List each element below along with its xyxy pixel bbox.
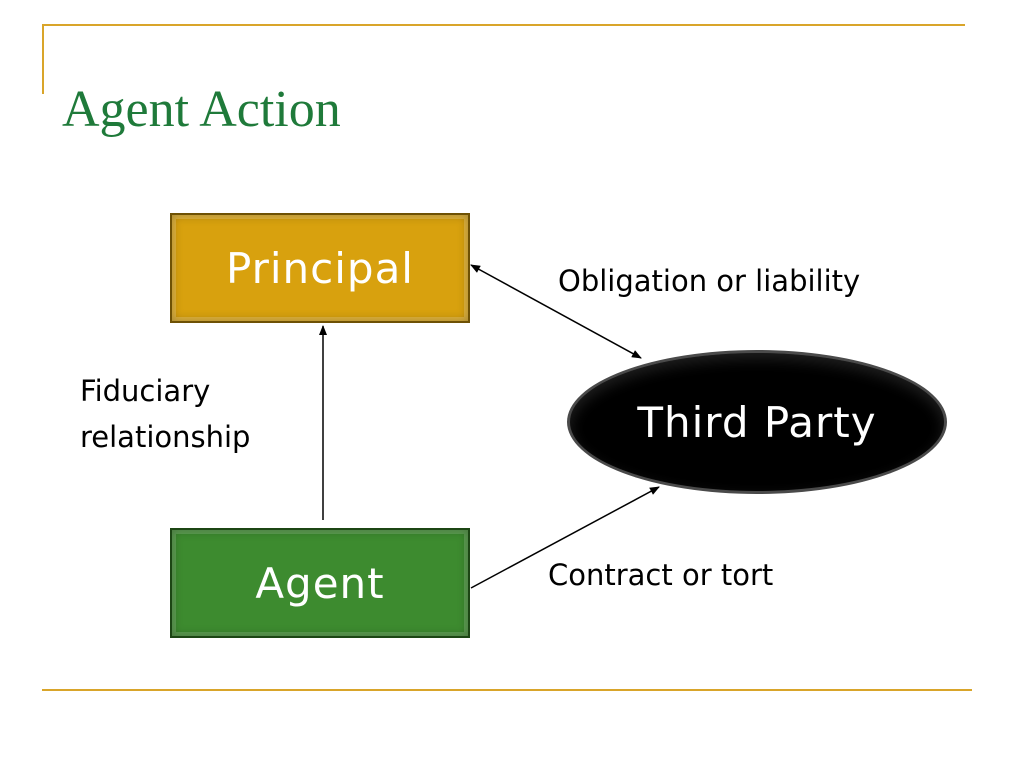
agent-node: Agent [170, 528, 470, 638]
top-rule [42, 24, 965, 26]
third-party-node: Third Party [567, 350, 947, 494]
slide-title: Agent Action [62, 81, 341, 138]
contract-label: Contract or tort [548, 558, 774, 592]
obligation-label: Obligation or liability [558, 264, 861, 298]
fiduciary-label-line: relationship [80, 420, 251, 454]
agent-label: Agent [255, 558, 385, 608]
top-rule-vertical [42, 24, 44, 94]
contract-arrow [470, 486, 660, 589]
obligation-arrow [470, 264, 642, 359]
principal-node: Principal [170, 213, 470, 323]
fiduciary-label-line: Fiduciary [80, 374, 211, 408]
third-party-label: Third Party [637, 397, 877, 447]
bottom-rule [42, 689, 972, 691]
fiduciary-label: Fiduciary relationship [80, 368, 250, 460]
principal-label: Principal [226, 243, 414, 293]
